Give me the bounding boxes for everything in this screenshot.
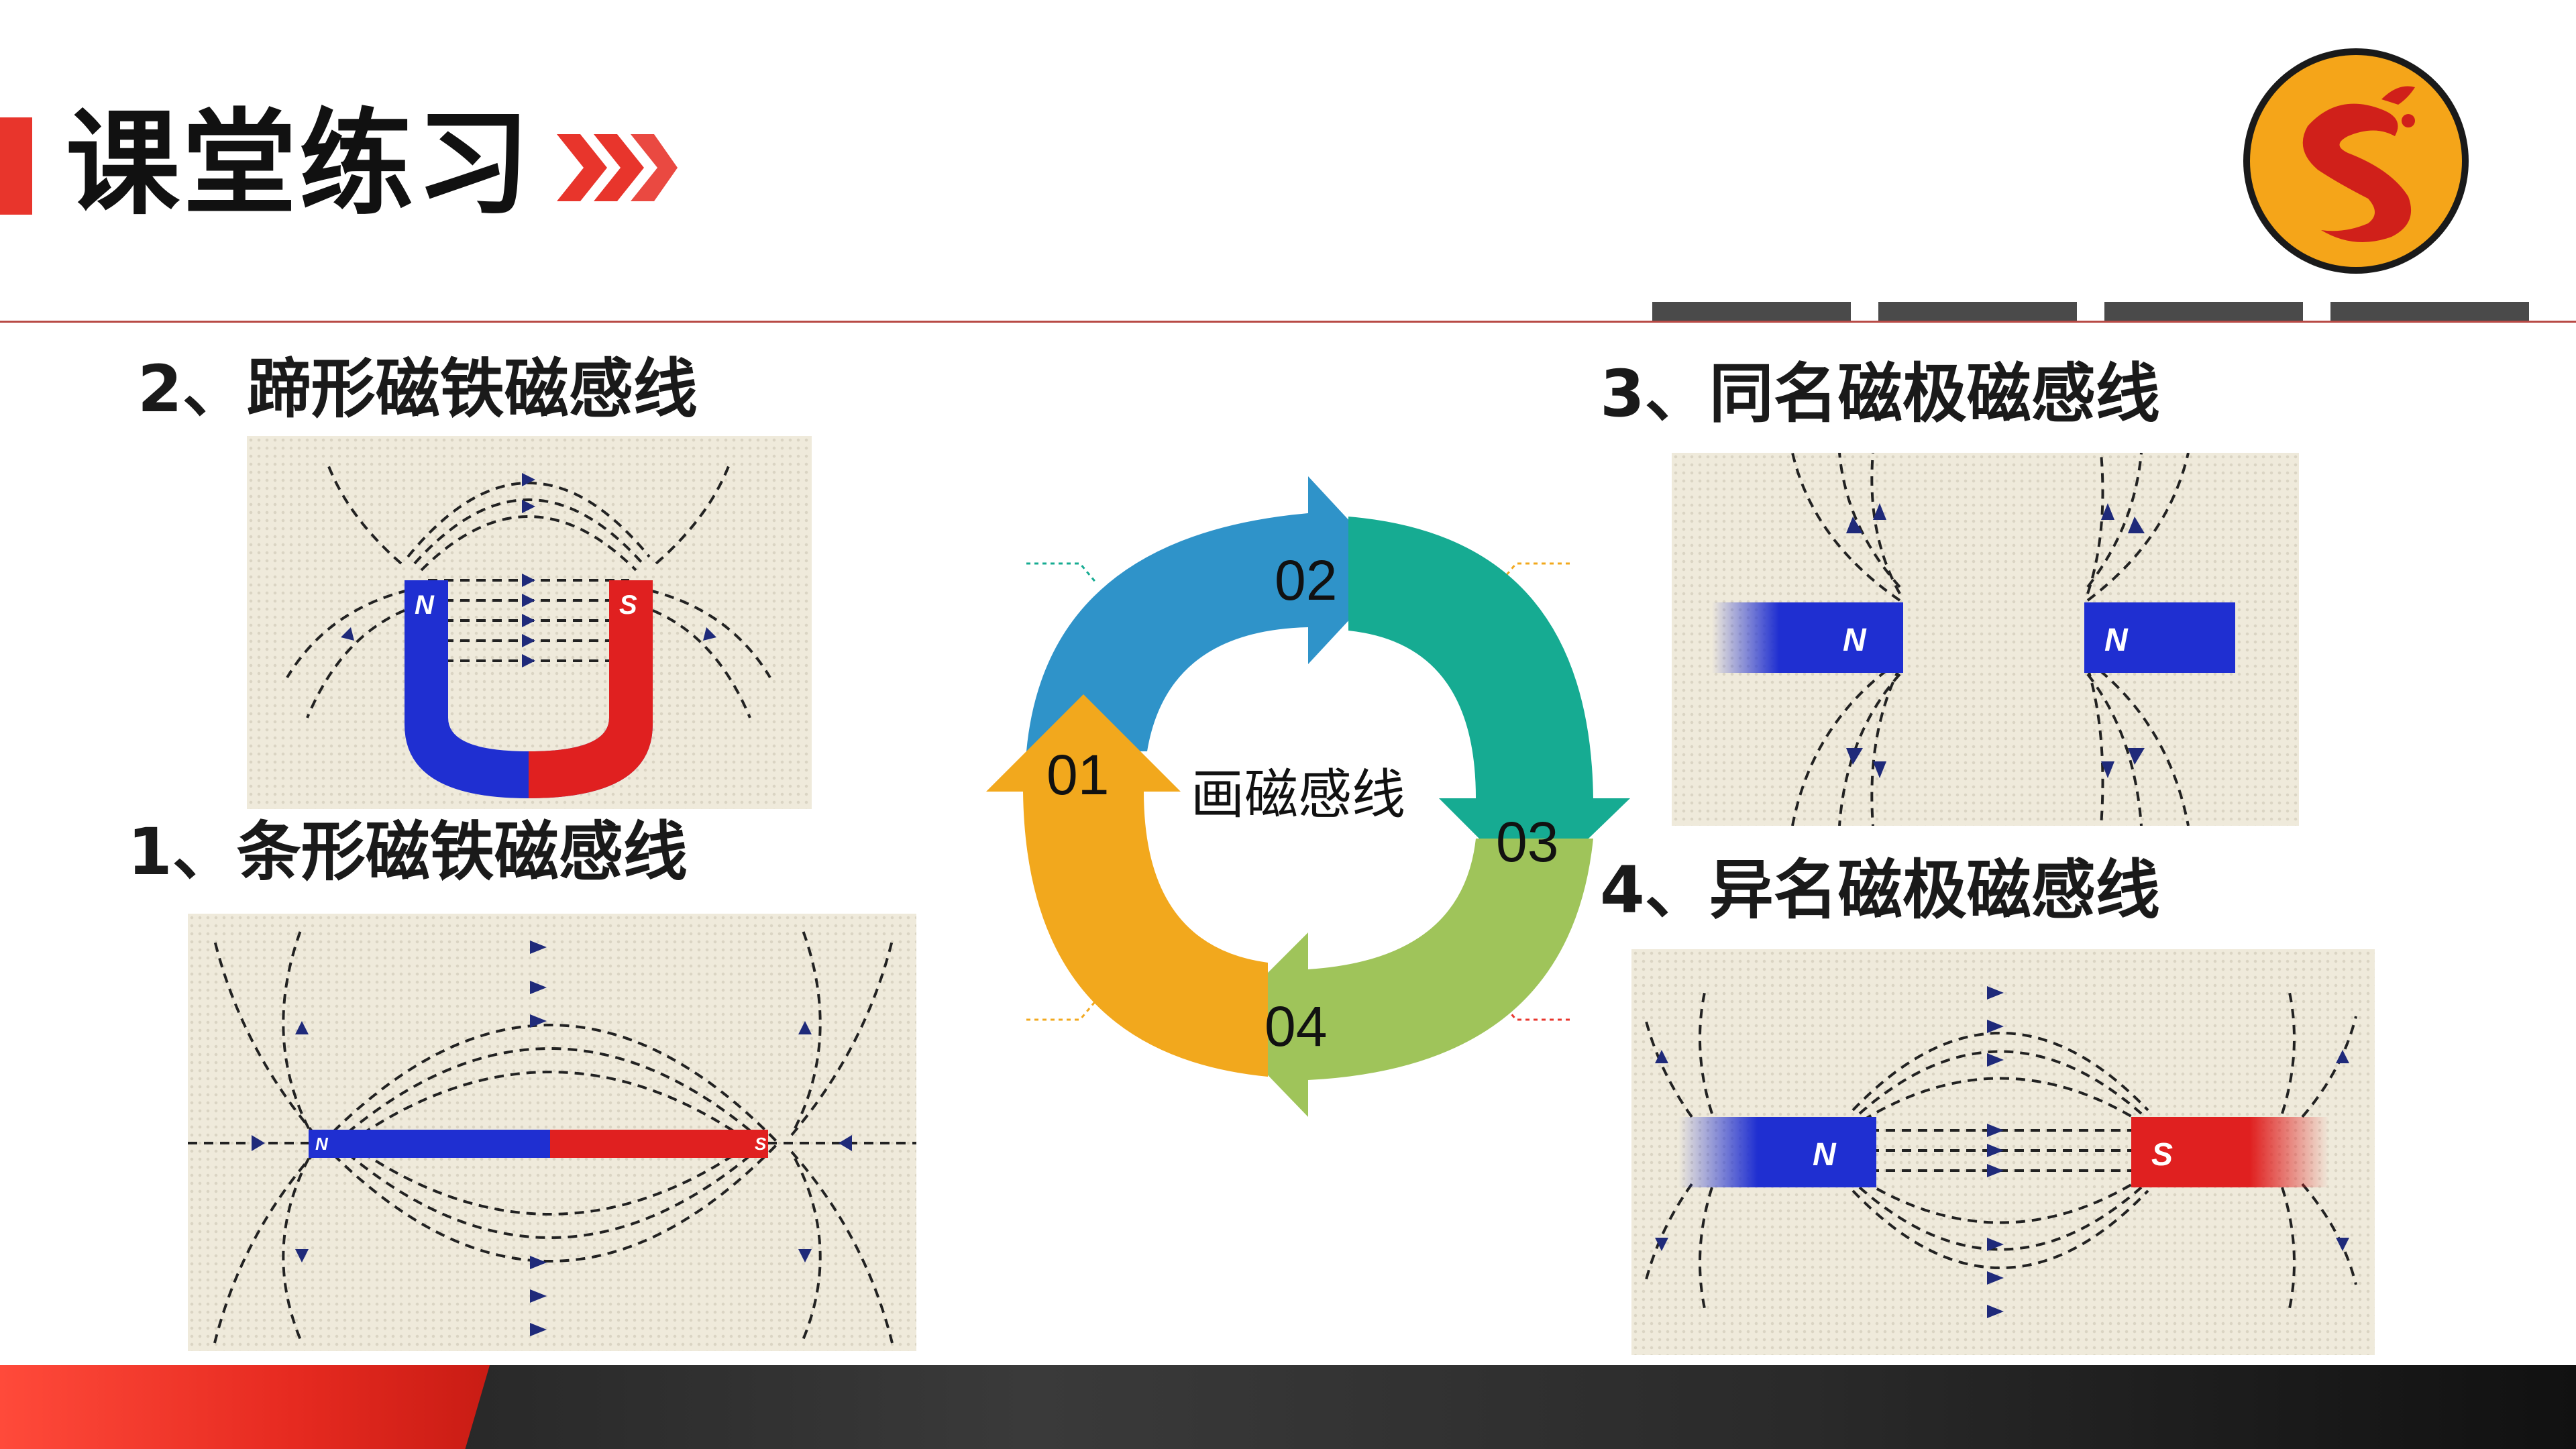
cycle-step-03-arrow xyxy=(1348,517,1630,892)
bar-pole-s: S xyxy=(755,1134,767,1154)
horseshoe-field-drawing: N S xyxy=(286,462,771,798)
same-poles-right-n: N xyxy=(2104,623,2129,658)
cycle-step-04-number: 04 xyxy=(1265,995,1328,1058)
bar-pole-n: N xyxy=(315,1134,329,1154)
same-poles-label: 3、同名磁极磁感线 xyxy=(1600,356,2160,431)
horseshoe-label: 2、蹄形磁铁磁感线 xyxy=(138,352,698,427)
opposite-poles-s: S xyxy=(2151,1137,2173,1173)
double-chevron-right-icon xyxy=(557,134,678,201)
bar-label: 1、条形磁铁磁感线 xyxy=(127,814,688,890)
same-poles-image: N N xyxy=(1672,453,2299,826)
opposite-poles-image: N S xyxy=(1631,949,2375,1355)
cycle-center-label: 画磁感线 xyxy=(1191,763,1405,826)
cycle-step-01-number: 01 xyxy=(1046,743,1110,806)
opposite-poles-label: 4、异名磁极磁感线 xyxy=(1600,853,2160,928)
same-poles-field-drawing: N N xyxy=(1712,453,2235,826)
header-segment xyxy=(2330,302,2529,321)
cycle-diagram: 01 02 03 04 画磁感线 xyxy=(966,463,1650,1134)
header-segment xyxy=(1878,302,2077,321)
horseshoe-pole-n: N xyxy=(415,590,435,620)
cycle-step-01-arrow xyxy=(986,694,1268,1077)
header-segment xyxy=(2104,302,2303,321)
opposite-poles-field-drawing: N S xyxy=(1644,986,2357,1318)
horseshoe-magnet-image: N S xyxy=(247,436,812,809)
cycle-step-04-arrow xyxy=(1218,839,1593,1117)
footer-red-accent xyxy=(0,1365,490,1449)
same-poles-left-n: N xyxy=(1843,623,1867,658)
cycle-arrows xyxy=(986,476,1630,1117)
header-segment xyxy=(1652,302,1851,321)
title-accent-bar xyxy=(0,117,32,215)
bar-field-drawing: N S xyxy=(188,926,916,1344)
horseshoe-pole-s: S xyxy=(619,590,637,620)
bar-magnet-image: N S xyxy=(188,914,916,1351)
cycle-step-02-arrow xyxy=(1026,476,1395,751)
cycle-step-03-number: 03 xyxy=(1496,810,1559,873)
brand-logo xyxy=(2243,48,2469,274)
page-title: 课堂练习 xyxy=(66,98,533,231)
cycle-step-02-number: 02 xyxy=(1275,549,1338,612)
opposite-poles-n: N xyxy=(1813,1137,1837,1173)
header-divider xyxy=(0,321,2576,323)
